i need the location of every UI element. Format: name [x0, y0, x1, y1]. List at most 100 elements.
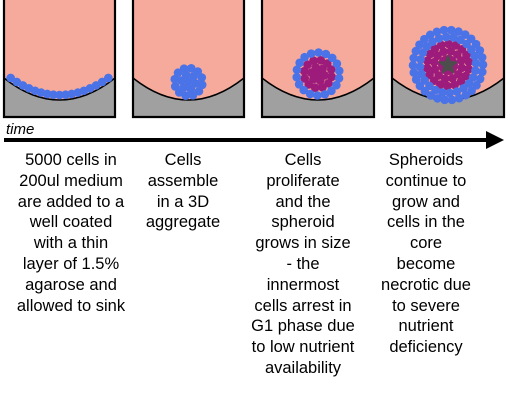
cell [300, 74, 310, 83]
cell [327, 53, 337, 63]
cell [327, 86, 336, 96]
cell [320, 90, 330, 99]
cell [423, 56, 432, 66]
cell [332, 80, 341, 90]
cell [194, 86, 204, 96]
cell [324, 78, 333, 88]
cell [417, 69, 426, 79]
timeline-label: time [6, 121, 35, 138]
cell [188, 90, 198, 100]
cell [179, 64, 189, 74]
cell [477, 53, 487, 62]
cell [443, 81, 452, 91]
cell [97, 77, 107, 87]
cell [475, 74, 485, 84]
cell [303, 60, 312, 70]
cell [429, 57, 439, 67]
cell [471, 58, 481, 68]
cell [181, 91, 191, 101]
cell [440, 74, 450, 84]
cell [456, 77, 466, 86]
cell [197, 80, 207, 90]
cell [416, 55, 425, 64]
cell [315, 76, 325, 85]
well-1-outline [2, 0, 117, 119]
cell [433, 51, 442, 61]
cell [420, 34, 429, 44]
cell [55, 90, 64, 100]
cell [440, 95, 449, 105]
cell [415, 62, 425, 72]
cell [444, 39, 453, 49]
cell [441, 32, 451, 42]
cell [306, 49, 316, 58]
cell [191, 79, 201, 88]
cell [450, 80, 459, 90]
cell [305, 89, 315, 99]
well-4-outline [390, 0, 506, 119]
cell [437, 40, 446, 50]
cell [446, 46, 456, 56]
cell [430, 44, 440, 53]
wells-group [2, 0, 506, 119]
cell [409, 68, 419, 77]
stage-4-description: Spheroids continue to grow and cells in … [381, 151, 471, 357]
cell [433, 94, 442, 103]
cell [174, 88, 184, 97]
cell [447, 95, 457, 105]
cell [300, 52, 309, 62]
cell [467, 86, 476, 96]
cell [322, 59, 332, 68]
cell [478, 67, 487, 77]
cell [170, 74, 180, 84]
cell [457, 63, 467, 73]
cell [316, 55, 326, 65]
cell [449, 33, 458, 42]
cell [471, 39, 481, 49]
cell [294, 79, 304, 89]
stage-3-description: Cells proliferate and the spheroid grows… [251, 151, 355, 377]
cell [299, 85, 309, 95]
cell [452, 87, 462, 96]
cell [454, 93, 464, 103]
cell [448, 73, 457, 83]
cell [327, 72, 337, 82]
cell [411, 46, 421, 56]
cell [478, 60, 488, 69]
cell [425, 30, 435, 40]
cell [411, 75, 421, 84]
cell [332, 59, 342, 69]
well-3-outline [260, 0, 376, 119]
cell [184, 77, 193, 87]
cell [186, 63, 196, 73]
cell [299, 66, 309, 76]
cell [460, 30, 470, 39]
cell [311, 63, 321, 72]
stage-2-description: Cells assemble in a 3D aggregate [145, 151, 221, 232]
cell [292, 72, 302, 82]
cell [461, 90, 471, 100]
cell [470, 51, 479, 61]
cell [176, 76, 186, 85]
cell [334, 66, 344, 76]
cell [193, 67, 203, 76]
cell [321, 49, 331, 59]
cell [439, 47, 448, 57]
cell [456, 56, 466, 65]
cell [447, 25, 456, 35]
cell [471, 66, 480, 75]
cell [459, 84, 468, 93]
cell [173, 68, 183, 78]
well-2-outline [131, 0, 246, 119]
cell [426, 91, 436, 100]
cell [468, 73, 478, 82]
cell [430, 65, 440, 74]
cell [438, 88, 447, 97]
cell [454, 27, 463, 36]
timeline-arrow [4, 131, 504, 149]
cell [170, 82, 180, 91]
cell [464, 64, 473, 74]
cell [326, 65, 336, 74]
cell [310, 83, 320, 93]
